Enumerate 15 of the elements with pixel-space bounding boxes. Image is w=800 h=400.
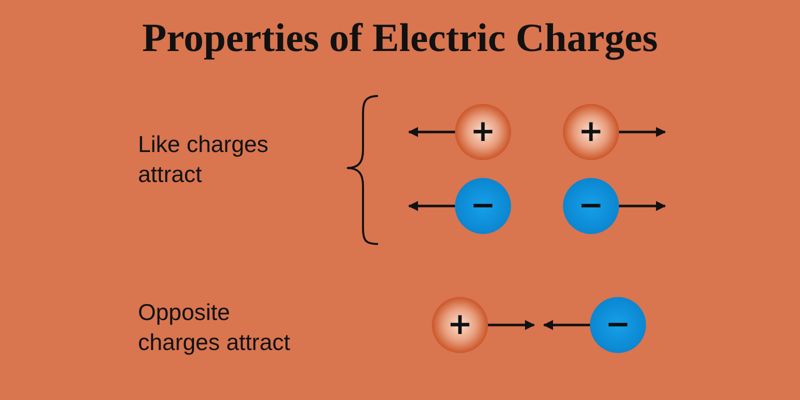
arrow bbox=[543, 320, 590, 330]
caption-text: Opposite charges attract bbox=[138, 298, 292, 357]
caption-text: Like charges attract bbox=[138, 130, 270, 189]
negative-charge: − bbox=[455, 178, 511, 234]
positive-charge: + bbox=[432, 297, 488, 353]
negative-charge: − bbox=[563, 178, 619, 234]
arrow bbox=[619, 201, 666, 211]
title: Properties of Electric Charges bbox=[141, 14, 659, 61]
positive-charge: + bbox=[563, 104, 619, 160]
positive-charge: + bbox=[455, 104, 511, 160]
arrow bbox=[488, 320, 535, 330]
arrow bbox=[408, 201, 455, 211]
negative-charge: − bbox=[590, 297, 646, 353]
arrow bbox=[619, 127, 666, 137]
arrow bbox=[408, 127, 455, 137]
